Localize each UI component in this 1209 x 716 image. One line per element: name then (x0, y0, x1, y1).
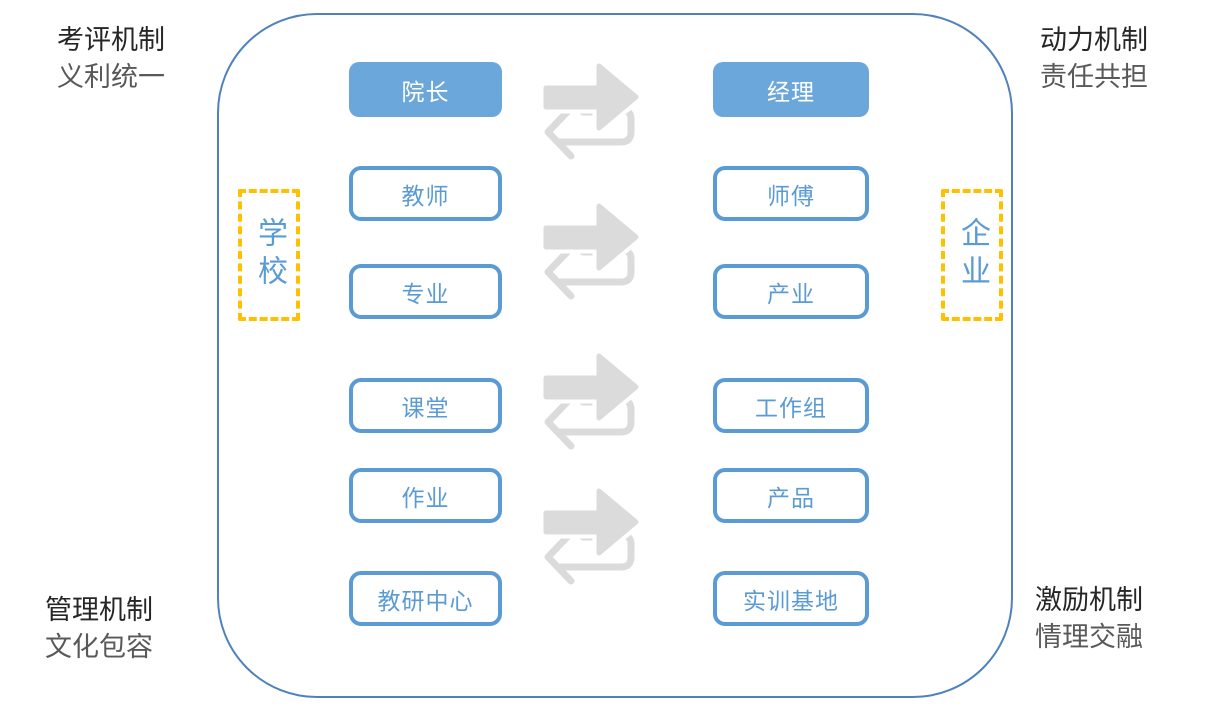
exchange-arrows-icon (543, 62, 643, 160)
mechanism-text: 动力机制 (1040, 25, 1148, 55)
node-dean: 院长 (349, 62, 502, 117)
corner-label-top-left: 考评机制 义利统一 (57, 22, 165, 96)
node-master: 师傅 (713, 166, 869, 221)
corner-label-bottom-left: 管理机制 文化包容 (45, 592, 153, 666)
exchange-arrows-icon (543, 352, 643, 450)
corner-label-top-right: 动力机制 责任共担 (1040, 22, 1148, 96)
corner-label-bottom-right: 激励机制 情理交融 (1035, 582, 1143, 656)
principle-text: 文化包容 (45, 632, 153, 662)
node-teacher: 教师 (349, 166, 502, 221)
node-assignment: 作业 (349, 468, 502, 523)
school-label: 学校 (253, 217, 286, 293)
node-industry: 产业 (713, 264, 869, 319)
enterprise-entity-box: 企业 (941, 189, 1003, 321)
principle-text: 责任共担 (1040, 62, 1148, 92)
enterprise-label: 企业 (956, 217, 989, 293)
node-product: 产品 (713, 468, 869, 523)
mechanism-text: 激励机制 (1035, 585, 1143, 615)
exchange-arrows-icon (543, 202, 643, 300)
node-classroom: 课堂 (349, 378, 502, 433)
node-manager: 经理 (713, 62, 869, 117)
node-research-center: 教研中心 (349, 571, 502, 626)
node-workgroup: 工作组 (713, 378, 869, 433)
mechanism-text: 管理机制 (45, 595, 153, 625)
principle-text: 义利统一 (57, 62, 165, 92)
node-training-base: 实训基地 (713, 571, 869, 626)
principle-text: 情理交融 (1035, 622, 1143, 652)
exchange-arrows-icon (543, 487, 643, 585)
school-entity-box: 学校 (238, 189, 300, 321)
node-major: 专业 (349, 264, 502, 319)
mechanism-text: 考评机制 (57, 25, 165, 55)
